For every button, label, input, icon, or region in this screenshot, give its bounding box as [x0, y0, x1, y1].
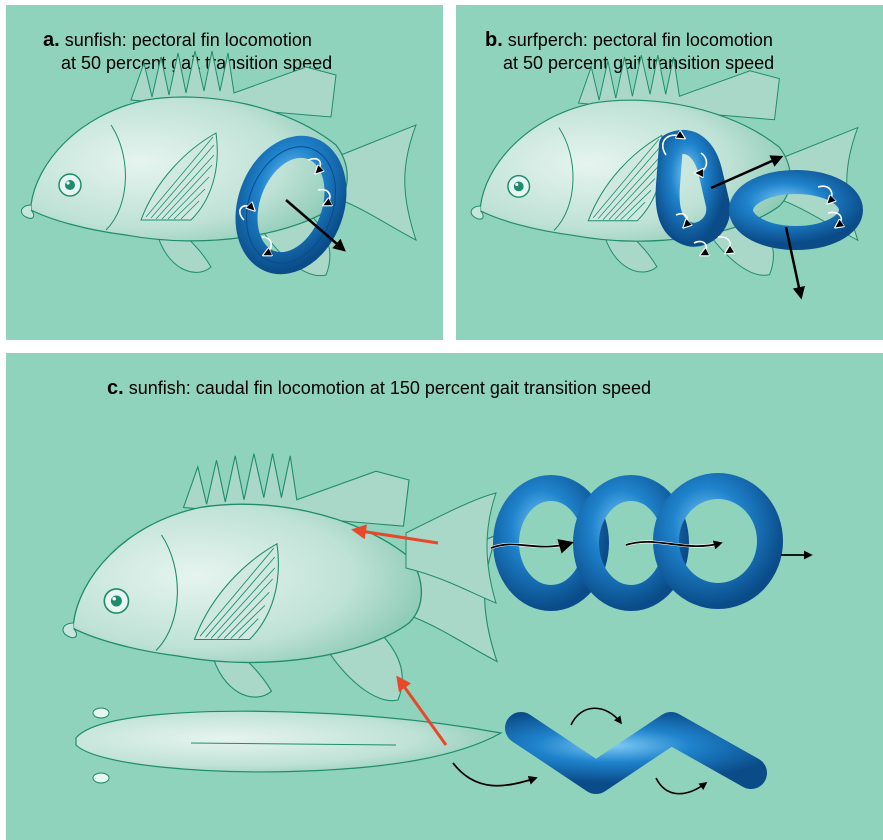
- panel-b-illustration: [456, 5, 883, 340]
- panel-b: b. surfperch: pectoral fin locomotion at…: [456, 5, 883, 340]
- fish-icon: [63, 454, 497, 701]
- flow-arrow-icon: [453, 763, 536, 786]
- panel-a-illustration: [6, 5, 443, 340]
- panel-c: c. sunfish: caudal fin locomotion at 150…: [6, 353, 883, 840]
- panel-a: a. sunfish: pectoral fin locomotion at 5…: [6, 5, 443, 340]
- fish-top-view-icon: [76, 708, 501, 783]
- fish-icon: [21, 51, 416, 276]
- vortex-ring-icon: [521, 728, 751, 778]
- panel-c-illustration: [6, 353, 883, 840]
